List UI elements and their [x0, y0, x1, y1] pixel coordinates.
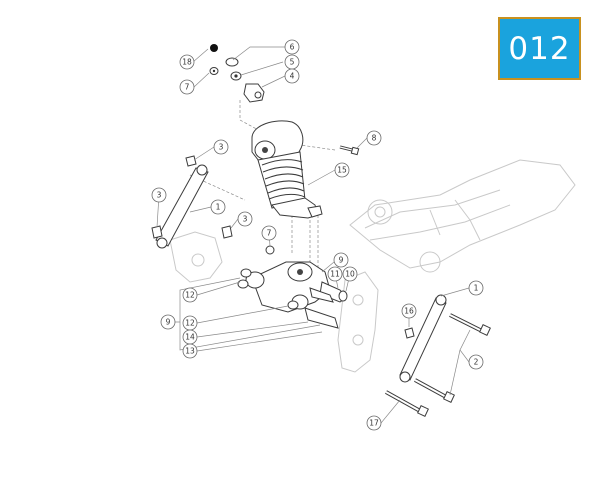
callout-9-right: 9	[333, 252, 349, 268]
svg-text:13: 13	[185, 347, 195, 356]
callout-3-left: 3	[151, 187, 167, 203]
svg-text:11: 11	[330, 270, 340, 279]
nut-16	[404, 327, 415, 339]
callout-3-mid: 3	[237, 211, 253, 227]
callout-15: 15	[334, 162, 350, 178]
callout-9-left: 9	[160, 314, 176, 330]
callout-1-left: 1	[210, 199, 226, 215]
shock-top-mount-4	[243, 83, 265, 103]
callout-1-right: 1	[468, 280, 484, 296]
svg-text:3: 3	[157, 191, 162, 200]
bolt-17	[385, 390, 429, 417]
callout-16: 16	[401, 303, 417, 319]
svg-text:12: 12	[185, 319, 195, 328]
svg-text:3: 3	[219, 143, 224, 152]
callout-8: 8	[366, 130, 382, 146]
callout-7-top: 7	[179, 79, 195, 95]
page-number-badge: 012	[498, 17, 581, 80]
callout-13: 13	[182, 343, 198, 359]
svg-text:4: 4	[290, 72, 295, 81]
svg-text:17: 17	[369, 419, 379, 428]
svg-text:5: 5	[290, 58, 295, 67]
svg-text:2: 2	[474, 358, 479, 367]
svg-text:1: 1	[474, 284, 479, 293]
link-arm-right	[399, 294, 447, 383]
callout-14: 14	[182, 329, 198, 345]
callout-6: 6	[284, 39, 300, 55]
nut-3-mid	[221, 225, 233, 239]
svg-text:12: 12	[185, 291, 195, 300]
nut-18	[210, 44, 218, 52]
svg-text:14: 14	[185, 333, 195, 342]
callout-2: 2	[468, 354, 484, 370]
callout-5: 5	[284, 54, 300, 70]
callout-18: 18	[179, 54, 195, 70]
callout-17: 17	[366, 415, 382, 431]
swingarm-outline	[349, 159, 576, 273]
svg-text:10: 10	[345, 270, 355, 279]
svg-text:9: 9	[339, 256, 344, 265]
callout-3-top: 3	[213, 139, 229, 155]
callout-7-mid: 7	[261, 225, 277, 241]
callout-12-top: 12	[182, 287, 198, 303]
bushing-6-5	[225, 57, 242, 81]
bolt-8	[339, 145, 360, 156]
svg-text:9: 9	[166, 318, 171, 327]
svg-text:3: 3	[243, 215, 248, 224]
callout-12-bottom: 12	[182, 315, 198, 331]
bolts-2	[414, 313, 491, 403]
callout-11: 11	[327, 266, 343, 282]
svg-text:6: 6	[290, 43, 295, 52]
svg-text:15: 15	[337, 166, 347, 175]
svg-text:16: 16	[404, 307, 414, 316]
nut-3-left	[151, 225, 163, 239]
svg-text:7: 7	[185, 83, 190, 92]
spacers-14-13	[304, 287, 339, 329]
nut-3-top	[185, 155, 197, 167]
rocker-arm	[245, 261, 331, 313]
bushings-12	[237, 268, 299, 310]
svg-text:7: 7	[267, 229, 272, 238]
link-arm-left	[155, 164, 209, 249]
callout-10: 10	[342, 266, 358, 282]
leader-lines	[156, 46, 471, 424]
shock-absorber	[251, 120, 323, 219]
svg-text:1: 1	[216, 203, 221, 212]
frame-bracket-outline	[169, 231, 379, 373]
washer-7-mid	[265, 245, 275, 255]
washer-7-top	[209, 67, 219, 75]
callout-4: 4	[284, 68, 300, 84]
svg-text:18: 18	[182, 58, 192, 67]
svg-text:8: 8	[372, 134, 377, 143]
